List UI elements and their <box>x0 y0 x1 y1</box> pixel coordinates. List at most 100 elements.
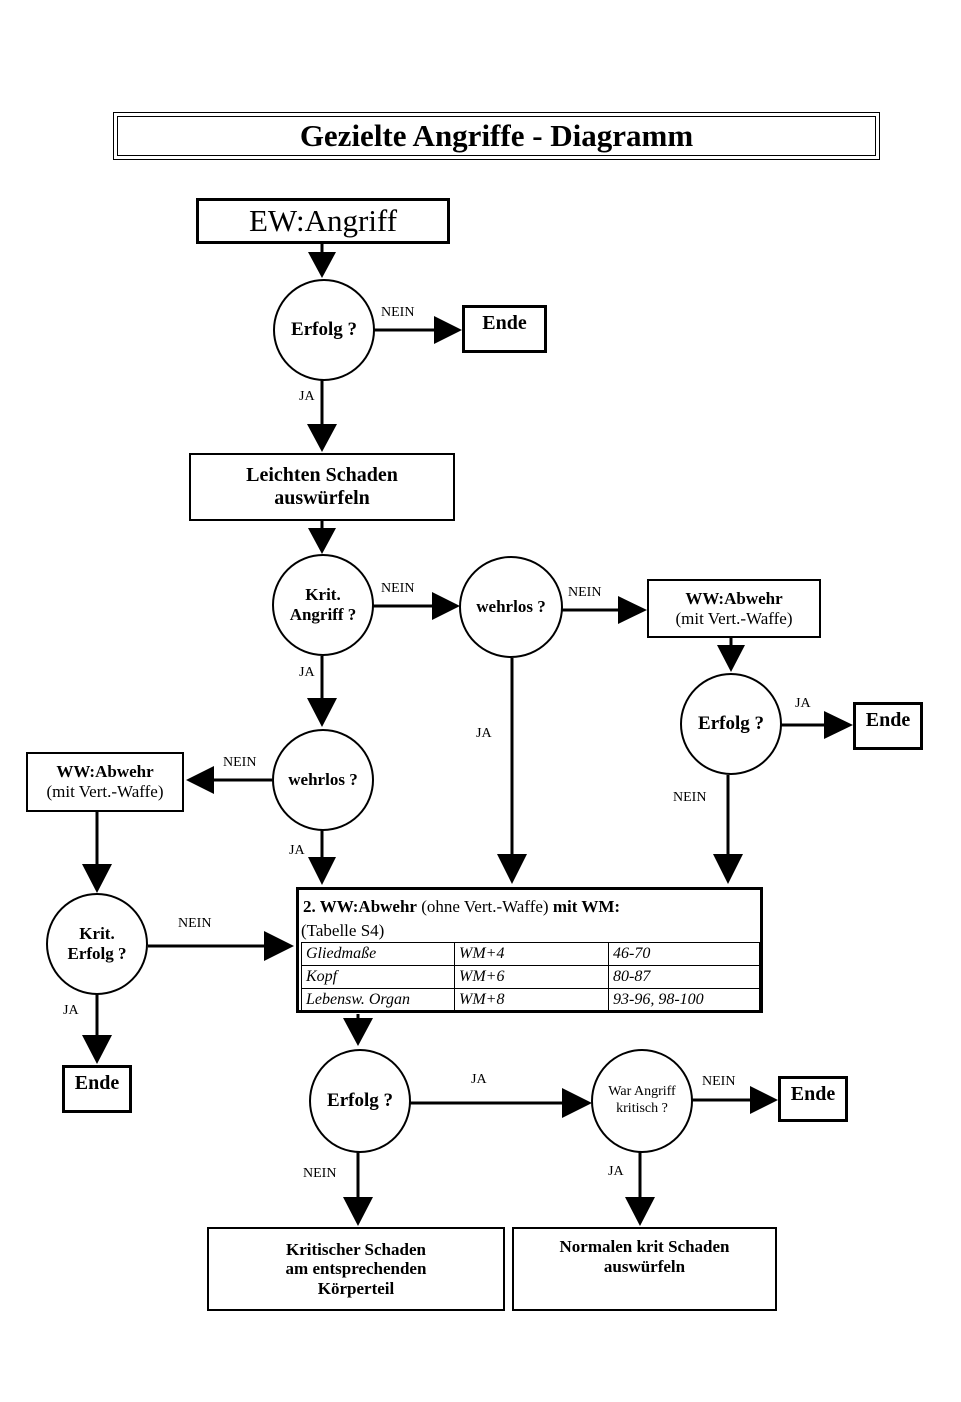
arrowhead <box>497 854 527 884</box>
decision-wehrlos-1: wehrlos ? <box>459 556 563 658</box>
arrowhead <box>308 252 336 278</box>
table-row: Lebensw. Organ WM+8 93-96, 98-100 <box>301 988 760 1012</box>
process-line: (mit Vert.-Waffe) <box>46 782 164 801</box>
edge-label-nein: NEIN <box>673 790 707 805</box>
end-node-right: Ende <box>853 702 923 750</box>
arrowhead <box>186 766 214 794</box>
decision-war-angriff-kritisch: War Angriff kritisch ? <box>591 1049 693 1153</box>
decision-line: Erfolg ? <box>67 944 127 963</box>
end-node-bottom: Ende <box>778 1076 848 1122</box>
edge-label-nein: NEIN <box>702 1074 736 1089</box>
table-box-subheading: (Tabelle S4) <box>301 921 385 940</box>
arrowhead <box>82 864 112 893</box>
start-label: EW:Angriff <box>248 203 398 239</box>
end-label: Ende <box>790 1083 836 1105</box>
edge-label-ja: JA <box>795 696 811 711</box>
decision-line: Angriff ? <box>289 605 357 624</box>
table-cell: WM+6 <box>454 965 609 989</box>
end-node-left: Ende <box>62 1065 132 1113</box>
edge-label-ja: JA <box>63 1003 79 1018</box>
process-line: WW:Abwehr <box>56 762 154 782</box>
edge-label-ja: JA <box>299 389 315 404</box>
edge-label-nein: NEIN <box>223 755 257 770</box>
process-line: Kritischer Schaden <box>286 1239 426 1259</box>
modifier-table: Gliedmaße WM+4 46-70 Kopf WM+6 80-87 Leb… <box>301 942 760 1012</box>
table-cell: Kopf <box>301 965 455 989</box>
table-cell: 80-87 <box>608 965 760 989</box>
arrowhead <box>562 1088 592 1118</box>
process-line: WW:Abwehr <box>685 588 783 608</box>
process-line: (mit Vert.-Waffe) <box>675 608 793 628</box>
page-title: Gezielte Angriffe - Diagramm <box>117 116 876 156</box>
edge-label-nein: NEIN <box>568 585 602 600</box>
edge-label-ja: JA <box>476 726 492 741</box>
decision-line: Krit. <box>305 584 341 604</box>
decision-line: kritisch ? <box>616 1101 668 1116</box>
arrowhead <box>308 528 336 554</box>
arrowhead <box>625 1197 655 1226</box>
table-row: Gliedmaße WM+4 46-70 <box>301 942 760 966</box>
edge-label-nein: NEIN <box>303 1166 337 1181</box>
process-leichten-schaden: Leichten Schaden auswürfeln <box>189 453 455 521</box>
decision-krit-erfolg: Krit. Erfolg ? <box>46 893 148 995</box>
end-label: Ende <box>482 312 527 334</box>
decision-erfolg-1: Erfolg ? <box>273 279 375 381</box>
decision-wehrlos-2: wehrlos ? <box>272 729 374 831</box>
table-cell: 93-96, 98-100 <box>608 988 760 1012</box>
decision-label: Erfolg ? <box>698 712 764 734</box>
arrowhead <box>717 645 745 672</box>
process-line: Leichten Schaden <box>246 464 398 486</box>
arrowhead <box>308 857 336 885</box>
table-cell: 46-70 <box>608 942 760 966</box>
process-line: auswürfeln <box>274 487 370 509</box>
edge-label-nein: NEIN <box>381 581 415 596</box>
decision-label: Erfolg ? <box>291 318 357 340</box>
end-label: Ende <box>865 709 911 731</box>
arrowhead <box>343 1018 373 1046</box>
arrowhead <box>343 1197 373 1226</box>
process-ww-abwehr-right: WW:Abwehr (mit Vert.-Waffe) <box>647 579 821 638</box>
process-normalen-krit-schaden: Normalen krit Schaden auswürfeln <box>512 1227 777 1311</box>
edge-label-nein: NEIN <box>178 916 212 931</box>
end-node-1: Ende <box>462 305 547 353</box>
arrowhead <box>264 931 294 961</box>
edge-label-ja: JA <box>299 665 315 680</box>
arrowhead <box>434 316 462 344</box>
arrowhead <box>432 592 460 620</box>
decision-label: wehrlos ? <box>476 596 546 616</box>
heading-normal: (ohne Vert.-Waffe) <box>416 897 553 916</box>
table-cell: Gliedmaße <box>301 942 455 966</box>
arrowhead <box>618 596 647 624</box>
heading-bold: 2. WW:Abwehr <box>303 897 417 916</box>
arrowhead <box>713 854 743 884</box>
decision-erfolg-bottom: Erfolg ? <box>309 1049 411 1153</box>
table-box-ww-abwehr: 2. WW:Abwehr (ohne Vert.-Waffe) mit WM: … <box>296 887 763 1013</box>
arrowhead <box>307 698 337 727</box>
arrowhead <box>750 1086 778 1114</box>
end-label: Ende <box>74 1072 120 1094</box>
start-node: EW:Angriff <box>196 198 450 244</box>
process-line: Normalen krit Schaden <box>559 1237 730 1256</box>
title-frame: Gezielte Angriffe - Diagramm <box>113 112 880 160</box>
edge-label-nein: NEIN <box>381 305 415 320</box>
arrowhead <box>82 1035 112 1064</box>
edge-label-ja: JA <box>471 1072 487 1087</box>
decision-line: Krit. <box>79 923 115 943</box>
edge-label-ja: JA <box>289 843 305 858</box>
table-cell: WM+4 <box>454 942 609 966</box>
process-kritischer-schaden: Kritischer Schaden am entsprechenden Kör… <box>207 1227 505 1311</box>
decision-label: Erfolg ? <box>327 1089 393 1111</box>
process-line: Körperteil <box>317 1278 395 1298</box>
decision-line: War Angriff <box>608 1084 676 1100</box>
decision-erfolg-right: Erfolg ? <box>680 673 782 775</box>
table-row: Kopf WM+6 80-87 <box>301 965 760 989</box>
process-line: auswürfeln <box>603 1256 686 1276</box>
process-ww-abwehr-left: WW:Abwehr (mit Vert.-Waffe) <box>26 752 184 812</box>
table-cell: Lebensw. Organ <box>301 988 455 1012</box>
edge-label-ja: JA <box>608 1164 624 1179</box>
decision-krit-angriff: Krit. Angriff ? <box>272 554 374 656</box>
process-line: am entsprechenden <box>285 1259 427 1279</box>
arrowhead <box>824 711 853 739</box>
decision-label: wehrlos ? <box>288 769 358 789</box>
